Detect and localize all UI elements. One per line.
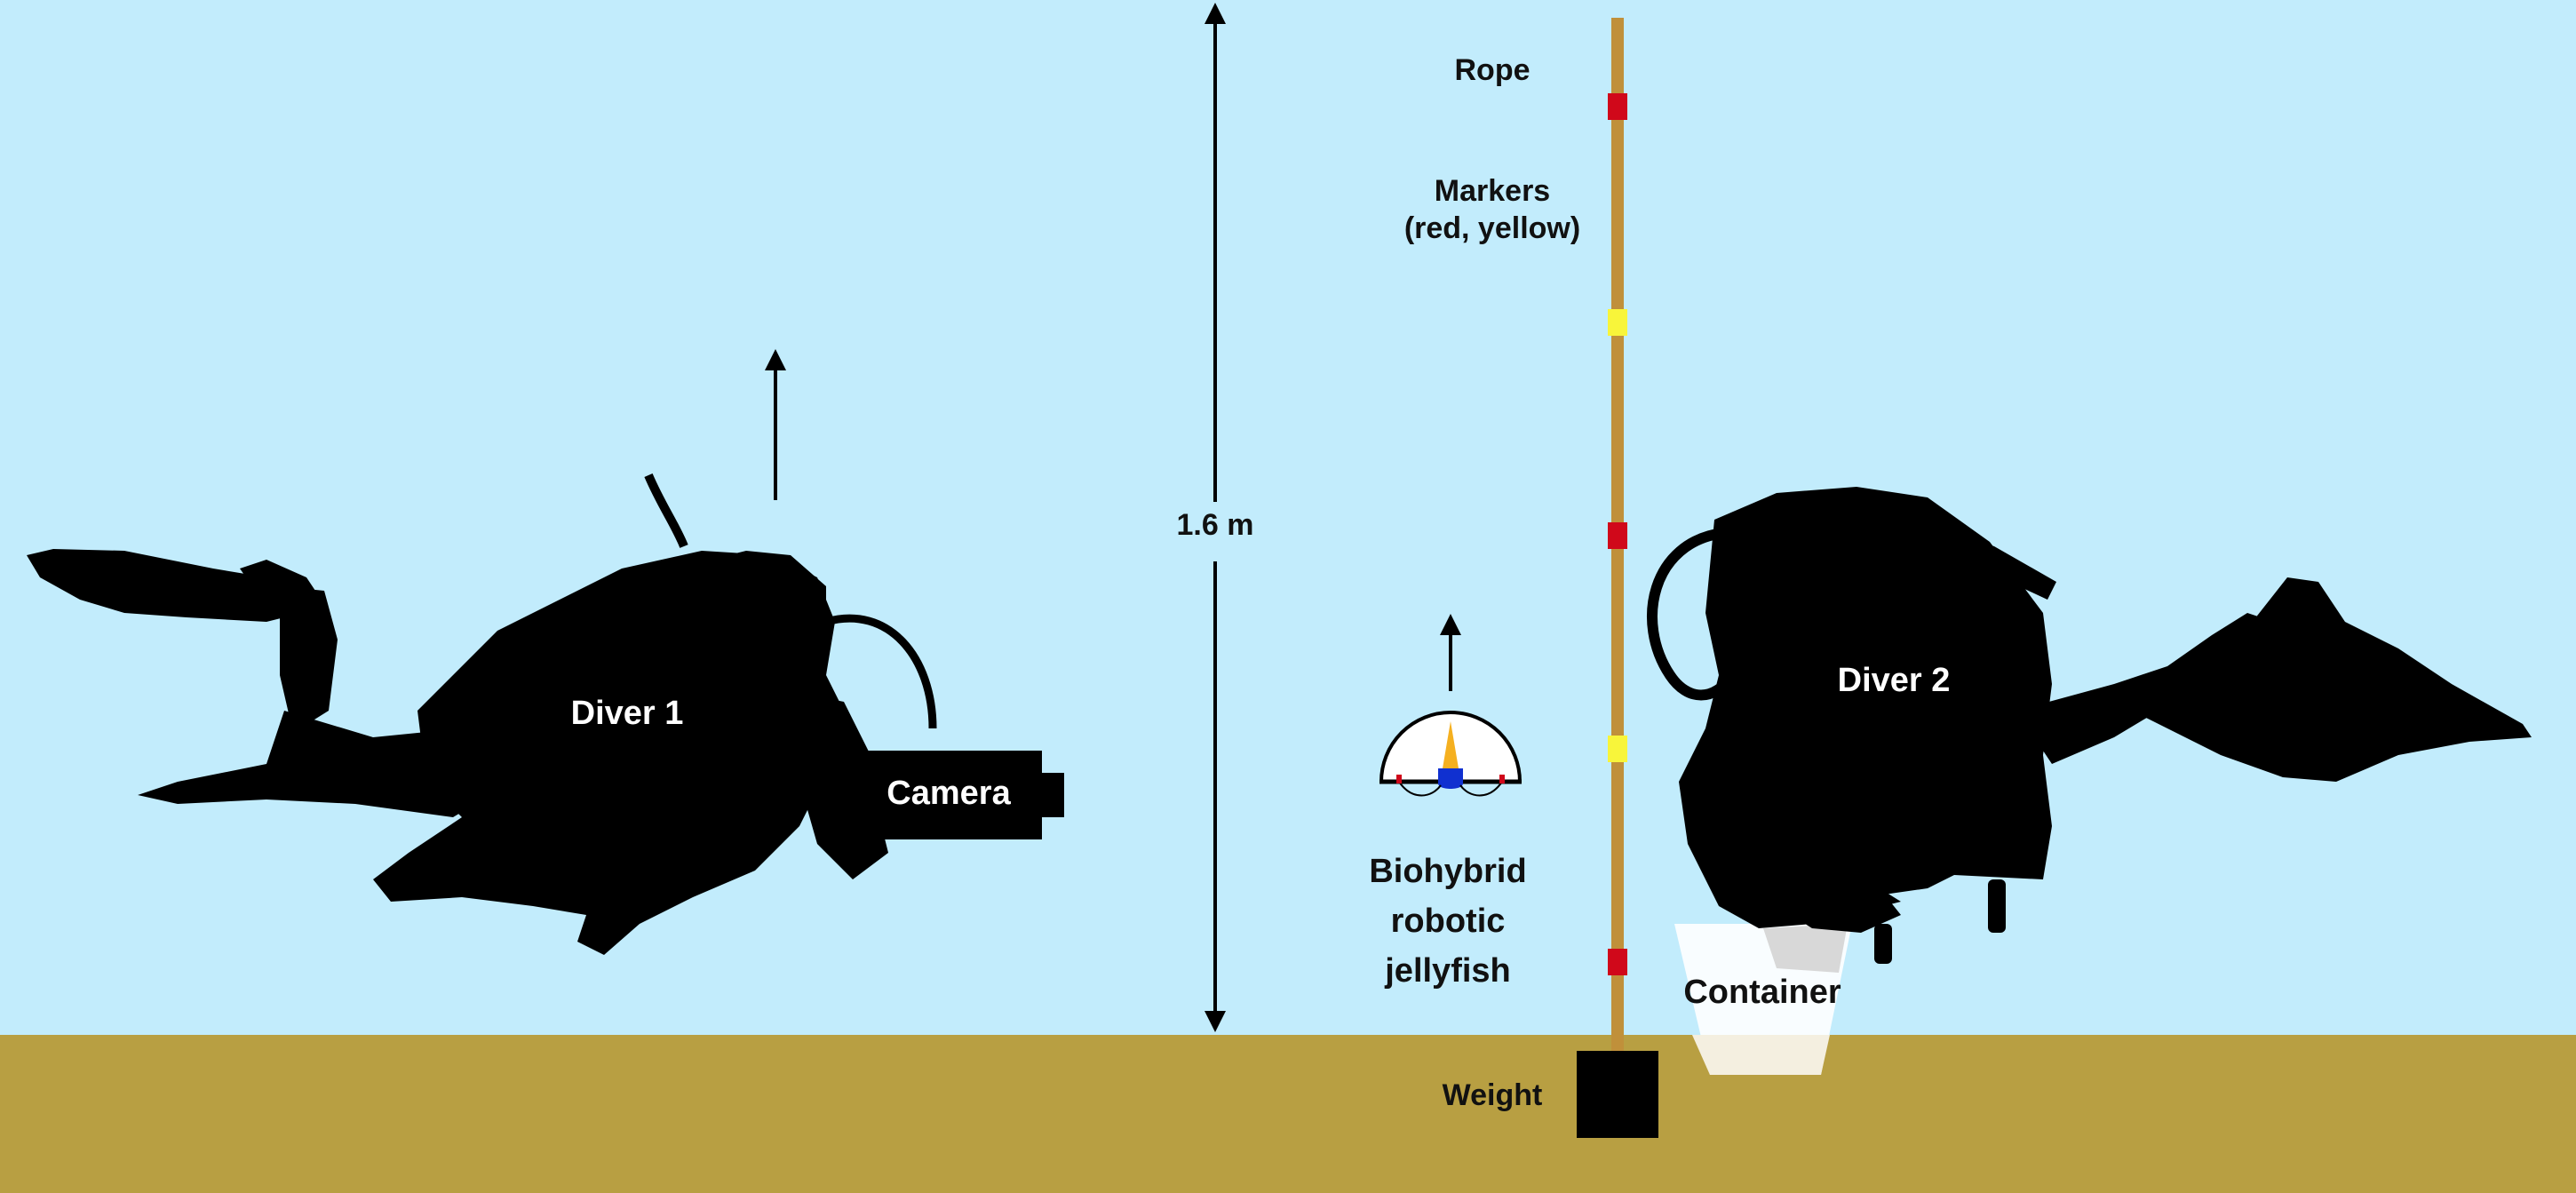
diver-1-label: Diver 1: [570, 695, 684, 732]
marker-yellow-2: [1608, 736, 1627, 762]
weight-icon: [1577, 1051, 1658, 1138]
markers-label-line1: Markers: [1434, 174, 1551, 208]
diver-2-silhouette-icon: [1647, 487, 2532, 964]
diver-1-silhouette-icon: [27, 473, 937, 955]
rope-label: Rope: [1454, 53, 1530, 87]
distance-label: 1.6 m: [1176, 508, 1254, 542]
seabed: [0, 1035, 2576, 1193]
markers-label-line2: (red, yellow): [1403, 211, 1581, 245]
marker-red-2: [1608, 522, 1627, 549]
marker-red-3: [1608, 949, 1627, 975]
camera-icon: [866, 751, 1064, 839]
marker-red-1: [1608, 93, 1627, 120]
jellyfish-label-line1: Biohybrid: [1369, 853, 1527, 890]
diver-2-label: Diver 2: [1837, 662, 1951, 699]
container-icon: [1674, 924, 1852, 1075]
jellyfish-icon: [1379, 614, 1523, 797]
weight-label: Weight: [1442, 1078, 1543, 1112]
container-label: Container: [1683, 974, 1841, 1011]
jellyfish-label-line3: jellyfish: [1385, 952, 1511, 990]
marker-yellow-1: [1608, 309, 1627, 336]
jellyfish-label-line2: robotic: [1390, 903, 1506, 940]
camera-label: Camera: [886, 775, 1011, 812]
